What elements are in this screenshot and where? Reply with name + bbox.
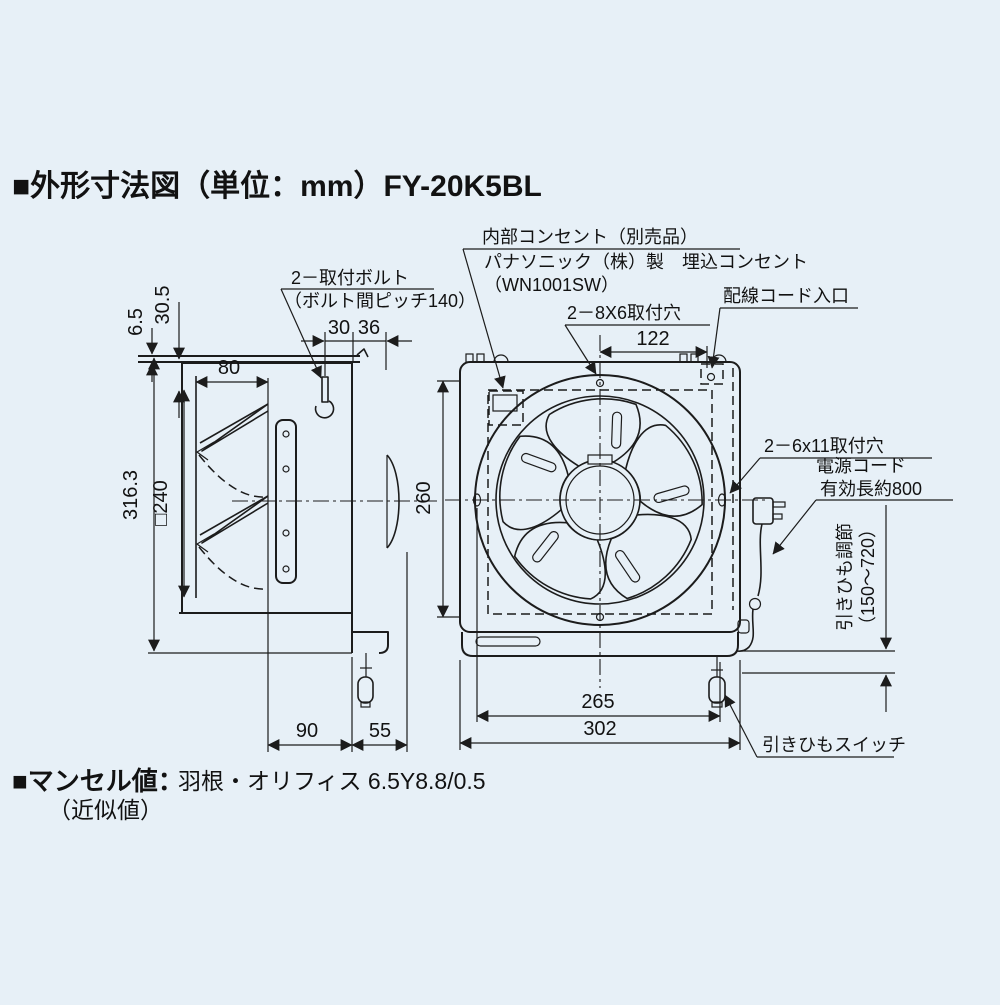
dim-30-5-value: 30.5 [152,286,174,325]
flange-end-bolt [356,348,369,358]
dim-80: 80 [195,357,269,388]
louver-slot [475,636,541,647]
front-cord-weight [708,676,726,704]
power-plug [752,497,774,525]
pull-cord-adjust-dim: 引きひも調節 （150～720） [742,505,895,712]
dim-30-36: 30 36 [301,317,412,376]
power-cord [757,523,763,597]
dim-302-value: 302 [583,718,616,740]
cord-inlet-outline [700,363,724,385]
internal-outlet-label-3: （WN1001SW） [484,275,619,295]
front-pull-cord [708,657,726,708]
side-pull-cord [357,653,374,708]
power-plug-and-cord [736,497,786,652]
blade-tip-arrow-upper [195,441,215,461]
cord-inlet-hole [706,372,716,382]
left-mounting-hole [472,493,482,507]
dim-260-value: 260 [413,481,435,514]
page-title: ■外形寸法図（単位：mm）FY-20K5BL [12,169,542,203]
internal-outlet-box [488,390,524,426]
blade-swing-arc-lower [198,546,267,590]
front-view: 122 260 265 302 引きひも調節 （150～720 [413,328,895,750]
side-view: 6.5 30.5 30 36 80 □240 [120,268,476,752]
pull-switch-leader [724,694,758,758]
cord-inlet-label: 配線コード入口 [723,286,849,306]
bottom-mounting-hole [595,612,605,622]
dim-260: 260 [413,380,460,618]
blade-swing-arc-upper [198,454,267,498]
cord-inlet-leader [707,307,721,369]
power-cord-leader [772,499,817,555]
top-mounting-hole [595,378,605,388]
munsell-note: ■マンセル値： 羽根・オリフィス 6.5Y8.8/0.5 （近似値） [12,766,486,823]
right-mounting-hole [717,493,727,507]
hole-8x6-label: 2－8X6取付穴 [567,303,681,323]
front-louver-extension [461,632,739,657]
dim-265-value: 265 [581,691,614,713]
dim-55-value: 55 [369,720,391,742]
dim-122: 122 [599,328,708,368]
munsell-value: 羽根・オリフィス 6.5Y8.8/0.5 [178,768,486,794]
louver-block [352,631,389,654]
dim-122-value: 122 [636,328,669,350]
cord-knot [748,597,762,611]
pull-switch-label: 引きひもスイッチ [762,735,906,755]
bellmouth-bulge [386,454,400,549]
side-cord-weight [357,676,374,704]
hook-bolt [314,376,335,419]
dim-265-302: 265 302 [459,508,741,750]
mounting-bolt-label: 2－取付ボルト [291,268,409,288]
cord-anchor-tab [737,619,750,634]
munsell-label: ■マンセル値： [12,766,184,796]
mounting-bolt-leader [280,288,322,379]
dim-36-value: 36 [358,317,380,339]
shutter-blades [195,403,269,590]
hole-8x6-leader [564,324,597,375]
callout-labels: 内部コンセント（別売品） パナソニック（株）製 埋込コンセント （WN1001S… [462,227,953,758]
hole-6x11-leader [729,457,761,494]
dim-316-3-value: 316.3 [120,470,142,520]
internal-outlet-label-2: パナソニック（株）製 埋込コンセント [484,252,808,272]
munsell-approx: （近似値） [48,797,163,823]
hole-6x11-label: 2－6x11取付穴 [764,436,884,456]
internal-outlet-label-1: 内部コンセント（別売品） [482,227,698,247]
pull-adjust-label-2: （150～720） [858,520,878,634]
dim-6-5-value: 6.5 [125,308,147,336]
internal-outlet-leader [462,248,506,389]
dim-240-value: □240 [150,480,172,525]
dim-90-55: 90 55 [267,552,408,752]
bolt-pitch-label: （ボルト間ピッチ140） [284,291,476,311]
power-cord-label-1: 電源コード [816,456,906,476]
dim-90-value: 90 [296,720,318,742]
dim-80-value: 80 [218,357,240,379]
dim-316-3: 316.3 [120,357,160,652]
dim-30-value: 30 [328,317,350,339]
power-cord-label-2: 有効長約800 [820,479,922,499]
pull-adjust-label-1: 引きひも調節 [835,523,855,631]
blade-tip-arrow-lower [195,533,215,553]
